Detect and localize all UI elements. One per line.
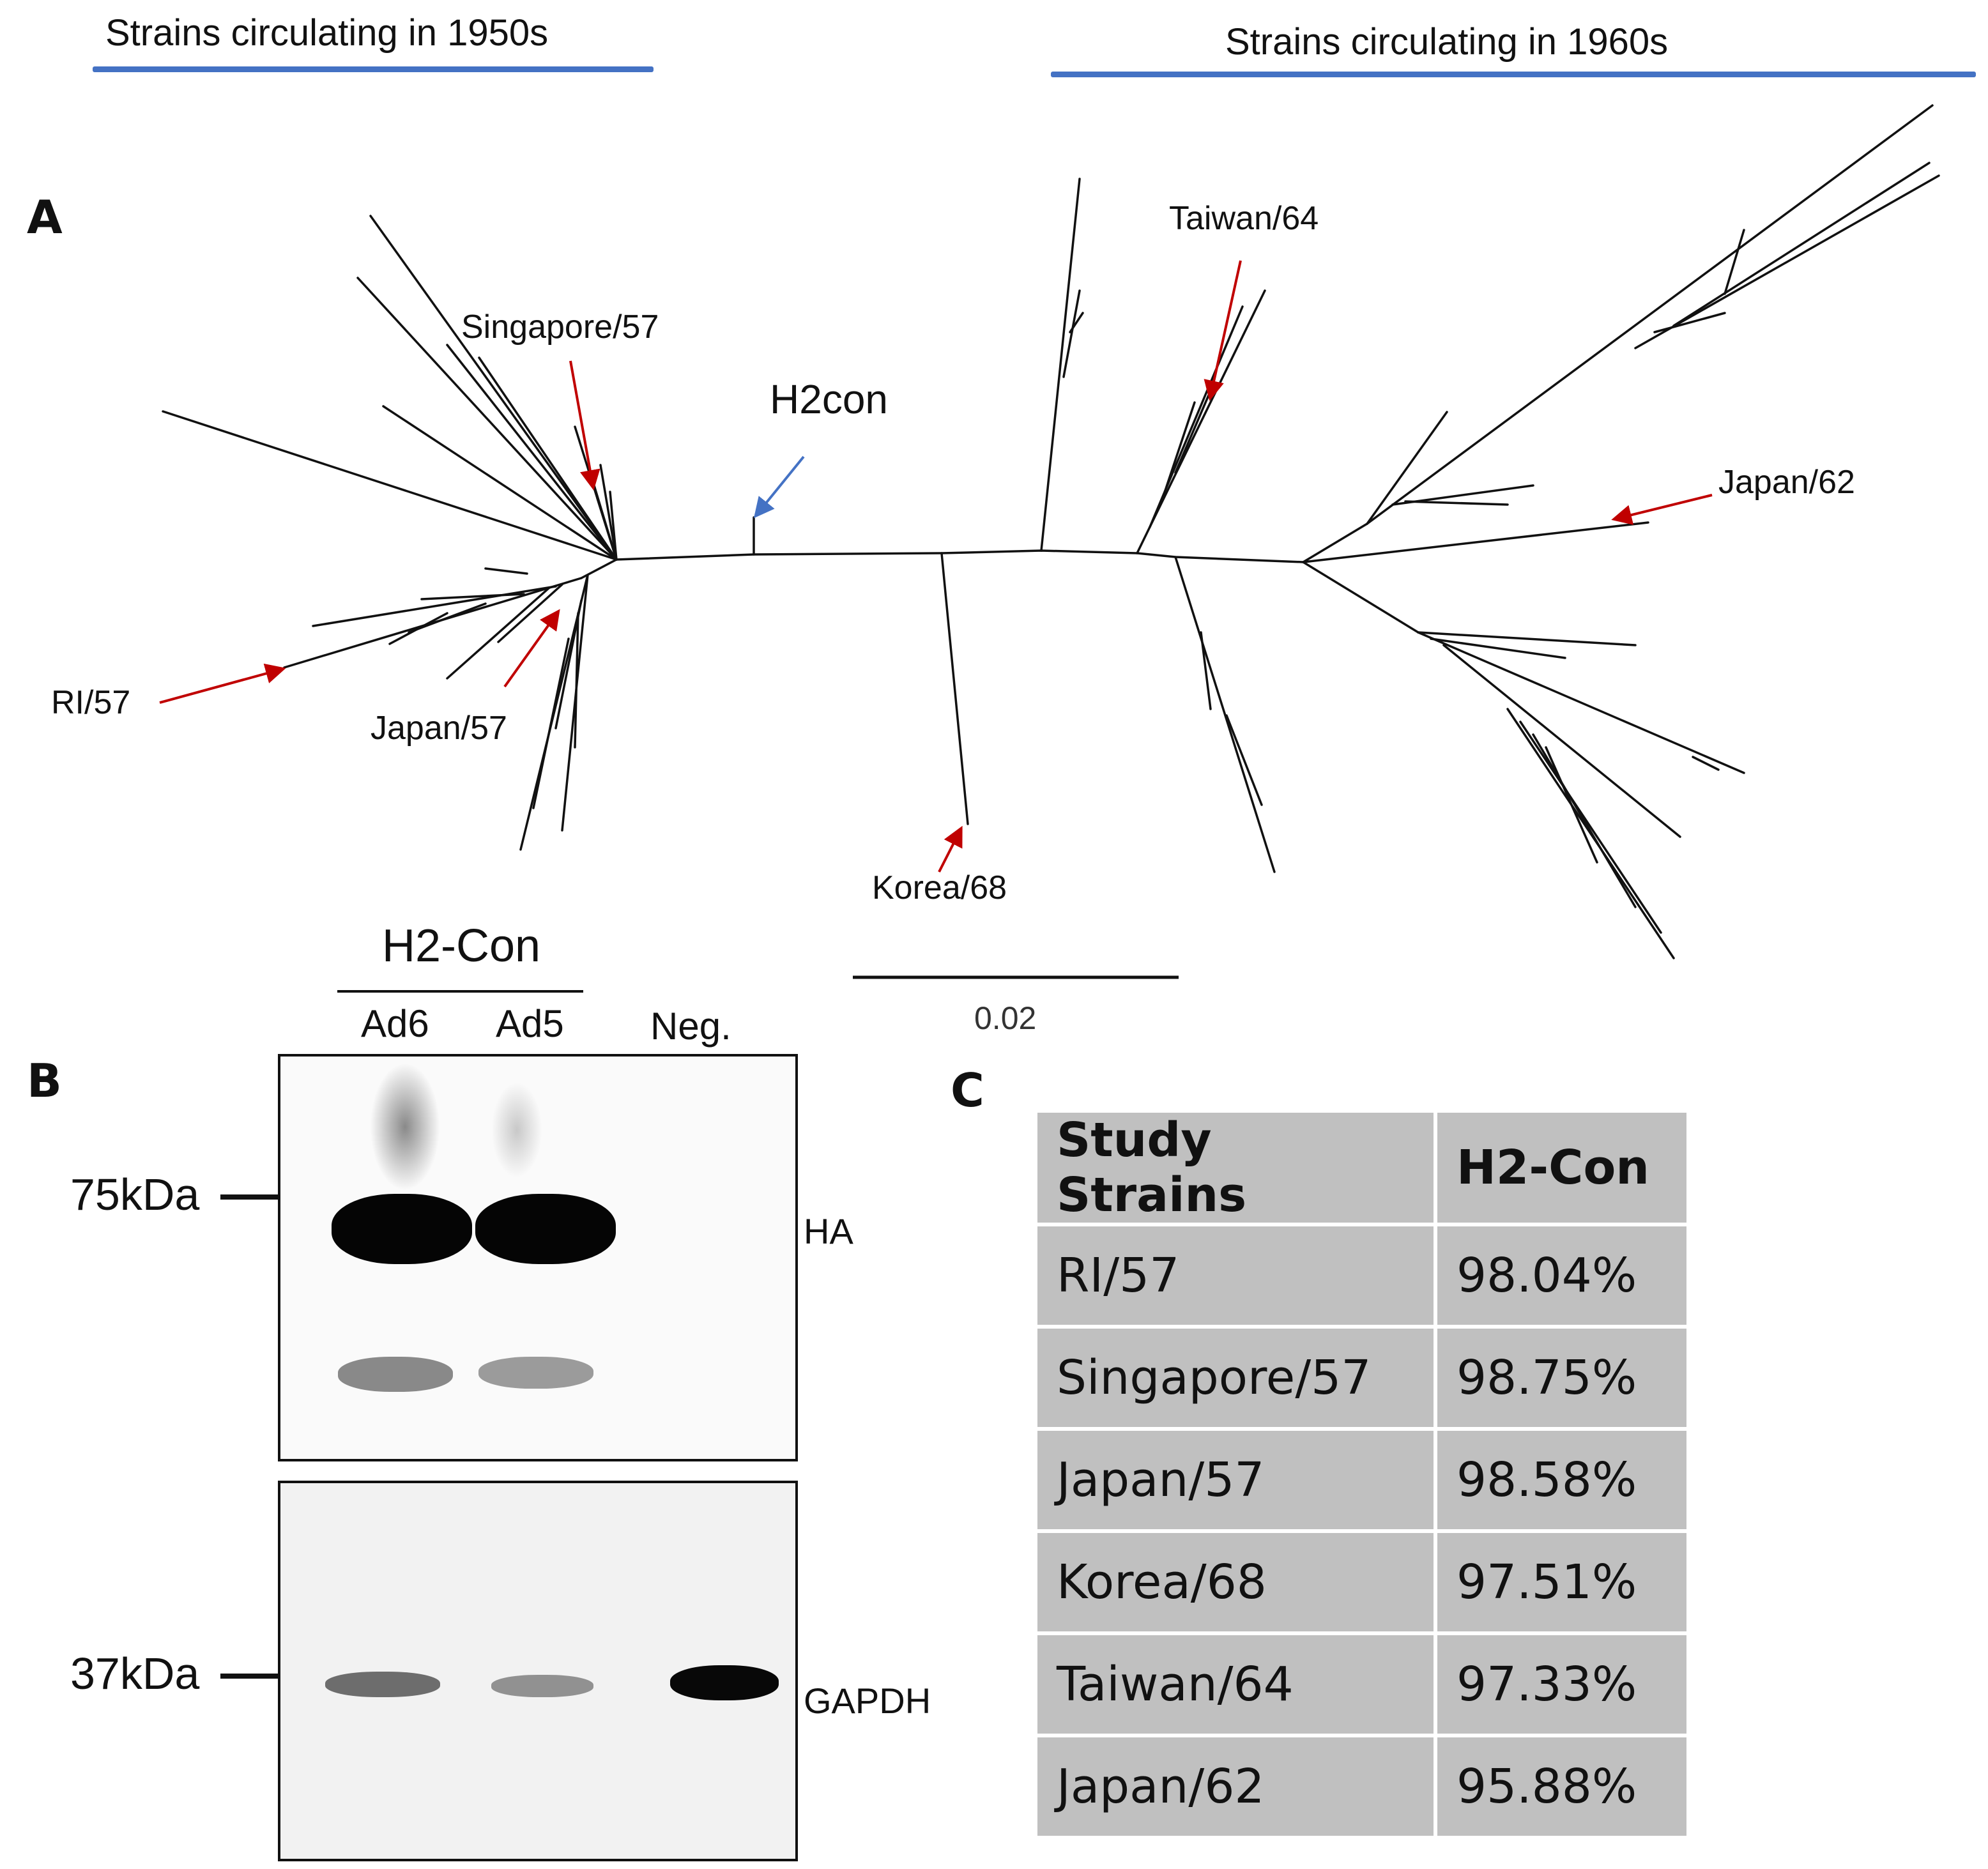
- label-korea-68: Korea/68: [872, 869, 1007, 906]
- identity-cell: 97.51%: [1437, 1533, 1686, 1631]
- header-h2con: H2-Con: [1437, 1113, 1686, 1223]
- ha-blot: [278, 1054, 798, 1461]
- era-label-1950s: Strains circulating in 1950s: [105, 12, 549, 54]
- marker-37kda: 37kDa: [70, 1649, 200, 1698]
- table-row: Japan/62 95.88%: [1037, 1737, 1686, 1836]
- arrow-korea: [938, 825, 963, 873]
- gapdh-blot: [278, 1481, 798, 1861]
- marker-75kda-tick: [220, 1194, 278, 1200]
- table-row: Korea/68 97.51%: [1037, 1533, 1686, 1631]
- arrow-japan57: [503, 609, 560, 688]
- marker-75kda: 75kDa: [70, 1170, 200, 1219]
- arrow-singapore: [569, 360, 600, 491]
- panel-a-letter: A: [27, 190, 63, 244]
- panel-c-letter: C: [951, 1064, 984, 1117]
- lane-group-label: H2-Con: [382, 920, 541, 972]
- strain-cell: Taiwan/64: [1037, 1635, 1434, 1734]
- arrow-h2con: [753, 455, 805, 519]
- identity-cell: 98.04%: [1437, 1226, 1686, 1325]
- label-h2con: H2con: [770, 376, 888, 422]
- ha-lower-band-ad6: [338, 1357, 453, 1392]
- lane-label-neg: Neg.: [650, 1005, 731, 1048]
- ha-smear-ad6: [370, 1063, 440, 1191]
- panel-b-letter: B: [27, 1054, 62, 1108]
- identity-cell: 95.88%: [1437, 1737, 1686, 1836]
- lane-label-ad5: Ad5: [496, 1002, 564, 1045]
- arrow-japan62: [1611, 494, 1713, 525]
- gapdh-band-neg: [670, 1665, 779, 1700]
- era-underline-1950s: [93, 66, 654, 72]
- label-japan-62: Japan/62: [1718, 464, 1855, 501]
- scale-bar-label: 0.02: [974, 1000, 1037, 1036]
- strain-cell: Korea/68: [1037, 1533, 1434, 1631]
- gapdh-band-ad5: [491, 1675, 593, 1697]
- strain-cell: RI/57: [1037, 1226, 1434, 1325]
- label-japan-57: Japan/57: [371, 710, 507, 747]
- era-underline-1960s: [1051, 72, 1976, 77]
- table-header-row: Study Strains H2-Con: [1037, 1113, 1686, 1223]
- marker-37kda-tick: [220, 1674, 278, 1679]
- lane-group-underline: [337, 990, 583, 993]
- table-row: Singapore/57 98.75%: [1037, 1329, 1686, 1427]
- ha-band-ad6: [332, 1194, 472, 1264]
- gapdh-blot-label: GAPDH: [804, 1681, 931, 1721]
- header-study-strains: Study Strains: [1037, 1113, 1434, 1223]
- strain-cell: Japan/62: [1037, 1737, 1434, 1836]
- tree-branches: [162, 104, 1940, 959]
- arrow-ri: [159, 663, 286, 704]
- label-singapore-57: Singapore/57: [461, 309, 659, 346]
- ha-blot-label: HA: [804, 1211, 853, 1251]
- ha-lower-band-ad5: [478, 1357, 593, 1389]
- arrow-taiwan: [1204, 260, 1242, 401]
- table-row: RI/57 98.04%: [1037, 1226, 1686, 1325]
- gapdh-band-ad6: [325, 1672, 440, 1697]
- phylogenetic-tree: [159, 104, 1940, 979]
- ha-band-ad5: [475, 1194, 616, 1264]
- ha-smear-ad5: [491, 1082, 542, 1178]
- table-row: Japan/57 98.58%: [1037, 1431, 1686, 1529]
- lane-label-ad6: Ad6: [361, 1002, 429, 1045]
- table-row: Taiwan/64 97.33%: [1037, 1635, 1686, 1734]
- similarity-table: Study Strains H2-Con RI/57 98.04% Singap…: [1034, 1109, 1690, 1840]
- strain-cell: Singapore/57: [1037, 1329, 1434, 1427]
- strain-cell: Japan/57: [1037, 1431, 1434, 1529]
- identity-cell: 97.33%: [1437, 1635, 1686, 1734]
- label-ri-57: RI/57: [51, 684, 131, 721]
- era-label-1960s: Strains circulating in 1960s: [1225, 21, 1669, 63]
- identity-cell: 98.58%: [1437, 1431, 1686, 1529]
- label-taiwan-64: Taiwan/64: [1169, 200, 1319, 237]
- identity-cell: 98.75%: [1437, 1329, 1686, 1427]
